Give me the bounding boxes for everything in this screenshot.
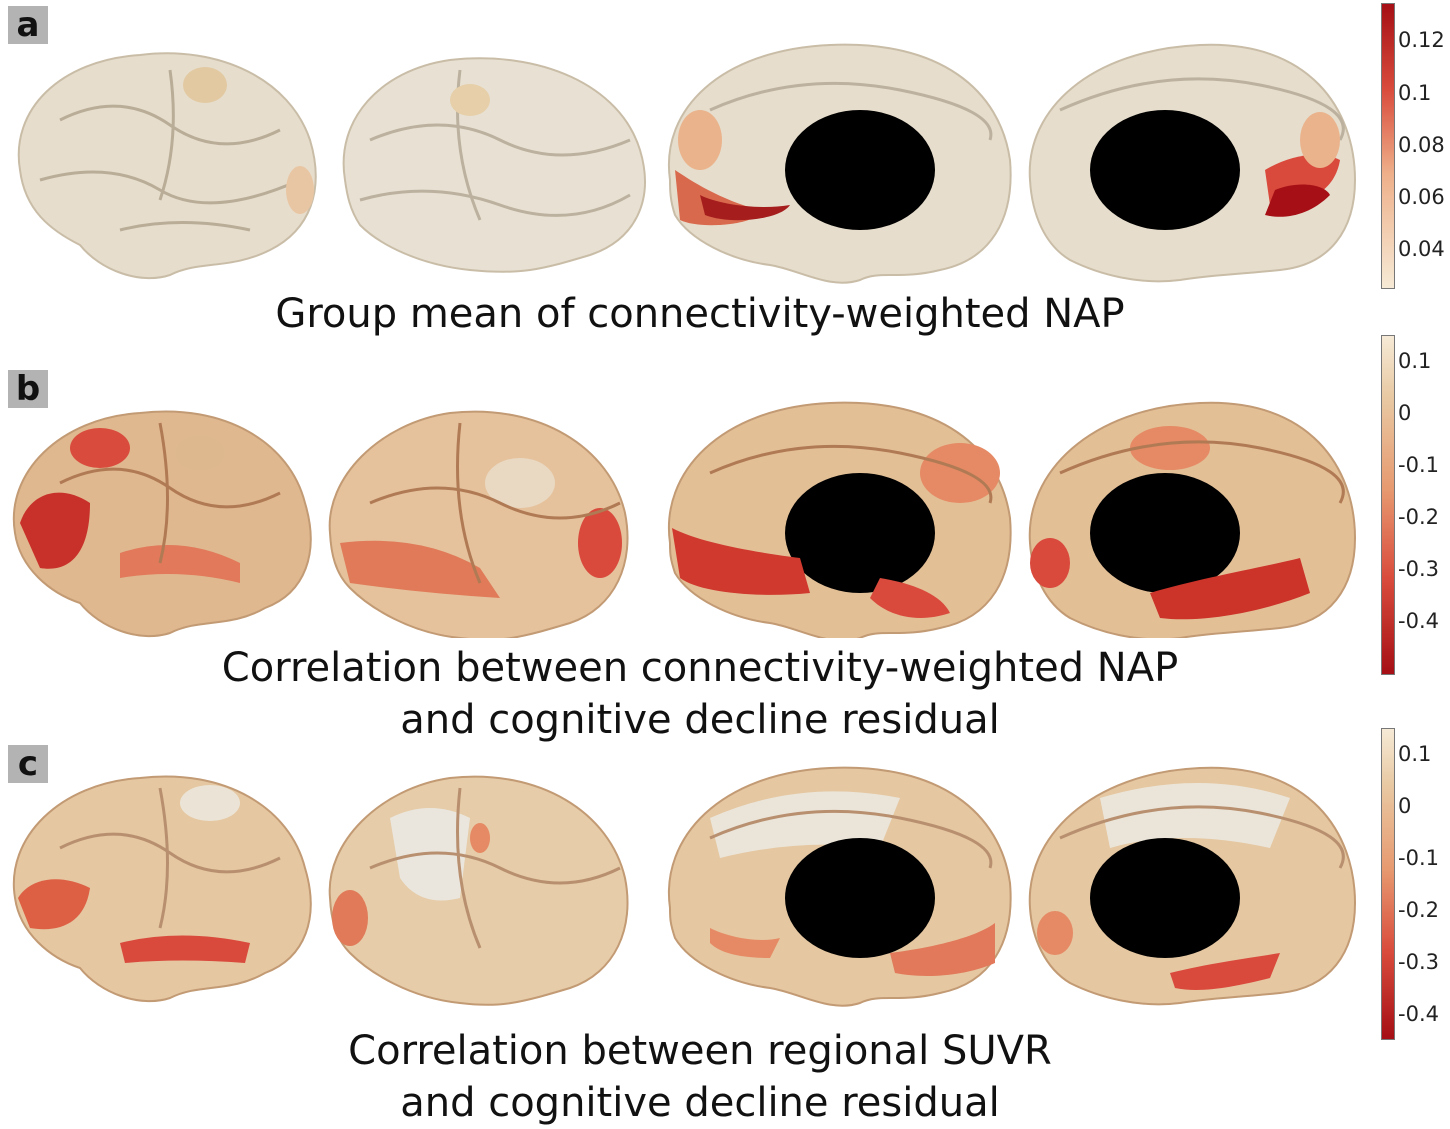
panel-caption: Correlation between regional SUVR and co… (0, 1025, 1400, 1129)
brain-medial-left-c (667, 766, 1012, 1007)
colorbar-tick: 0.1 (1398, 742, 1432, 766)
panel-a: a (0, 0, 1450, 340)
panel-caption: Correlation between connectivity-weighte… (0, 642, 1400, 746)
colorbar-tick: 0.12 (1398, 28, 1445, 52)
brain-medial-right-a (1028, 43, 1357, 283)
panel-caption: Group mean of connectivity-weighted NAP (0, 288, 1400, 340)
brain-lateral-left-a (17, 52, 317, 280)
brain-medial-left-a (667, 43, 1012, 284)
caption-line: Correlation between connectivity-weighte… (221, 645, 1179, 691)
brain-views-row (12, 766, 1357, 1007)
colorbar-tick: -0.4 (1398, 1002, 1439, 1026)
brain-lateral-right-b (328, 410, 629, 638)
caption-line: and cognitive decline residual (400, 697, 1000, 743)
colorbar-tick: -0.1 (1398, 846, 1439, 870)
brain-views-row (12, 401, 1357, 638)
brain-medial-left-b (667, 401, 1012, 638)
caption-line: Group mean of connectivity-weighted NAP (275, 291, 1125, 337)
colorbar-a (1381, 3, 1395, 289)
colorbar-b (1381, 335, 1395, 675)
colorbar-tick: -0.2 (1398, 898, 1439, 922)
colorbar-tick: 0.08 (1398, 133, 1445, 157)
panel-label: b (8, 370, 48, 408)
brain-lateral-left-b (12, 410, 312, 638)
colorbar-tick: 0 (1398, 794, 1412, 818)
colorbar-tick: 0.1 (1398, 81, 1432, 105)
brain-views-row (17, 43, 1357, 284)
brain-lateral-right-a (342, 57, 646, 273)
brain-lateral-right-c (328, 775, 629, 1006)
caption-line: Correlation between regional SUVR (348, 1028, 1052, 1074)
colorbar-tick: -0.3 (1398, 950, 1439, 974)
panel-label: a (8, 6, 48, 44)
caption-line: and cognitive decline residual (400, 1080, 1000, 1126)
panel-c: c (0, 728, 1450, 1128)
brain-medial-right-c (1028, 766, 1357, 1006)
panel-b: b (0, 335, 1450, 745)
colorbar-tick: 0.06 (1398, 185, 1445, 209)
colorbar-tick: -0.3 (1398, 557, 1439, 581)
colorbar-tick: -0.1 (1398, 453, 1439, 477)
brain-lateral-left-c (12, 775, 312, 1003)
panel-label: c (8, 745, 48, 783)
brain-medial-right-b (1028, 401, 1357, 638)
colorbar-tick: -0.2 (1398, 505, 1439, 529)
colorbar-tick: 0.04 (1398, 237, 1445, 261)
colorbar-c (1381, 728, 1395, 1040)
colorbar-tick: 0.1 (1398, 349, 1432, 373)
colorbar-tick: 0 (1398, 401, 1412, 425)
colorbar-tick: -0.4 (1398, 609, 1439, 633)
